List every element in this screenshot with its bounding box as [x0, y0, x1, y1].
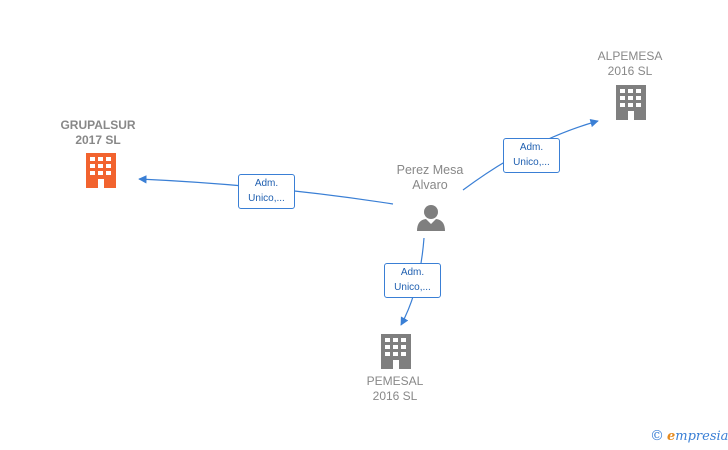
person-label[interactable]: Perez Mesa Alvaro — [370, 163, 490, 193]
company-label-alpemesa[interactable]: ALPEMESA 2016 SL — [580, 49, 680, 79]
edge-role-line1: Adm. — [519, 142, 544, 153]
company-label-pemesal[interactable]: PEMESAL 2016 SL — [345, 374, 445, 404]
person-name-line1: Perez Mesa — [396, 163, 464, 177]
brand-initial: e — [667, 429, 676, 444]
person-name-line2: Alvaro — [412, 178, 448, 192]
company-label-grupalsur[interactable]: GRUPALSUR 2017 SL — [48, 118, 148, 148]
company-suffix: 2016 SL — [607, 64, 653, 78]
edge-label-pemesal[interactable]: Adm. Unico,... — [384, 263, 441, 298]
empresia-watermark: ©empresia — [650, 428, 728, 444]
company-name: PEMESAL — [366, 374, 424, 388]
building-icon[interactable] — [86, 153, 116, 188]
edge-role-line2: Unico,... — [248, 193, 285, 204]
edge-role-line1: Adm. — [400, 267, 425, 278]
edge-label-alpemesa[interactable]: Adm. Unico,... — [503, 138, 560, 173]
company-name: GRUPALSUR — [60, 118, 136, 132]
edge-role-line1: Adm. — [254, 178, 279, 189]
edge-role-line2: Unico,... — [513, 157, 550, 168]
copyright-symbol: © — [650, 428, 664, 444]
edge-label-grupalsur[interactable]: Adm. Unico,... — [238, 174, 295, 209]
edge-role-line2: Unico,... — [394, 282, 431, 293]
person-icon[interactable] — [417, 205, 445, 231]
building-icon[interactable] — [381, 334, 411, 369]
building-icon[interactable] — [616, 85, 646, 120]
company-suffix: 2017 SL — [75, 133, 121, 147]
brand-name: mpresia — [675, 429, 728, 444]
company-name: ALPEMESA — [597, 49, 663, 63]
company-suffix: 2016 SL — [372, 389, 418, 403]
